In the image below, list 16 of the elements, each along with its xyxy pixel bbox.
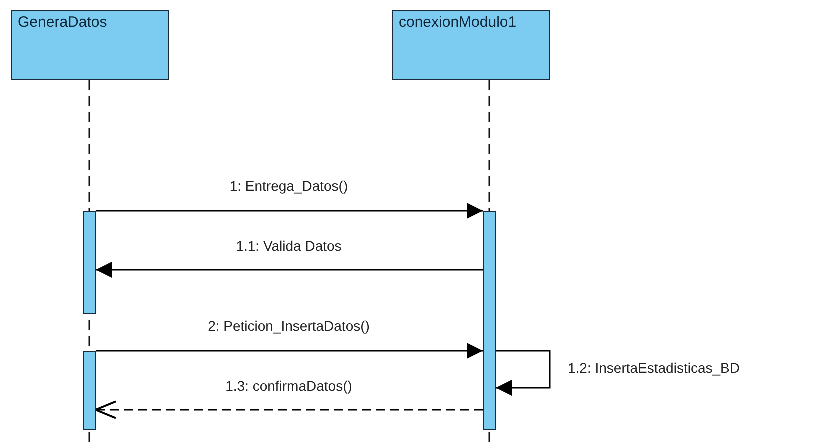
participant-name: conexionModulo1	[399, 14, 517, 31]
activation-bar	[483, 211, 496, 430]
message-label: 1.3: confirmaDatos()	[224, 378, 354, 395]
message-arrow	[96, 203, 483, 219]
message-arrow	[96, 343, 483, 359]
lifeline-head-box	[11, 10, 169, 80]
message-arrow	[96, 262, 483, 278]
lifeline-head-box	[392, 10, 550, 80]
message-arrow	[496, 350, 551, 396]
message-label: 2: Peticion_InsertaDatos()	[206, 318, 372, 335]
participant-name: GeneraDatos	[18, 14, 108, 31]
activation-bar	[83, 211, 96, 314]
message-arrow	[95, 400, 483, 420]
message-label: 1.2: InsertaEstadisticas_BD	[566, 360, 742, 377]
activation-bar	[83, 351, 96, 430]
message-label: 1: Entrega_Datos()	[228, 178, 350, 195]
